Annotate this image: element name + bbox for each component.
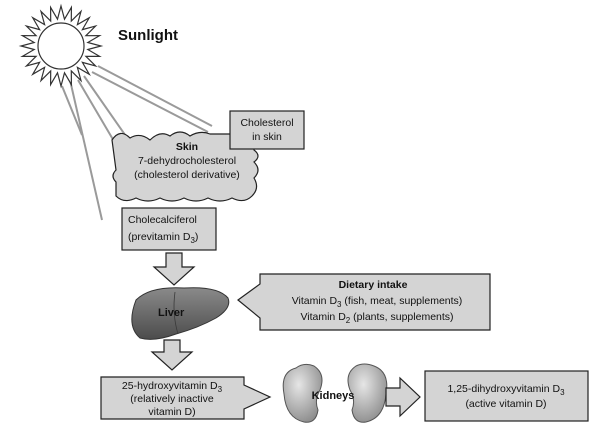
dihydroxy-line-2: (active vitamin D) — [465, 398, 546, 410]
dietary-line-2: Vitamin D2 (plants, supplements) — [300, 311, 453, 325]
skin-line-2: (cholesterol derivative) — [134, 169, 240, 181]
cholesterol-line-1: Cholesterol — [240, 117, 293, 129]
hydroxy-line-1: 25-hydroxyvitamin D3 — [122, 380, 223, 394]
kidneys-label: Kidneys — [312, 390, 355, 402]
arrow-right-to-active — [385, 376, 421, 418]
hydroxy-line-3: vitamin D) — [148, 406, 195, 418]
liver-label: Liver — [158, 307, 185, 319]
cholesterol-box — [229, 110, 305, 150]
liver-icon — [131, 287, 230, 340]
kidneys-icon — [282, 363, 388, 423]
skin-box — [111, 131, 259, 202]
dietary-title: Dietary intake — [339, 279, 408, 291]
sun-rays — [61, 65, 213, 221]
cholecalciferol-line-1: Cholecalciferol — [128, 214, 197, 226]
cholecalciferol-box — [121, 207, 217, 251]
cholesterol-line-2: in skin — [252, 131, 282, 143]
hydroxy-line-2: (relatively inactive — [130, 393, 214, 405]
skin-line-1: 7-dehydrocholesterol — [138, 155, 236, 167]
sunlight-label: Sunlight — [118, 27, 178, 44]
dihydroxy-line-1: 1,25-dihydroxyvitamin D3 — [447, 383, 565, 397]
skin-title: Skin — [176, 141, 198, 153]
dietary-line-1: Vitamin D3 (fish, meat, supplements) — [292, 295, 463, 309]
arrow-down-to-liver — [152, 252, 196, 286]
dietary-intake-box — [237, 273, 491, 331]
dihydroxyvitamin-box — [424, 370, 589, 422]
hydroxyvitamin-box — [100, 376, 272, 420]
cholecalciferol-line-2: (previtamin D3) — [128, 231, 198, 245]
arrow-down-to-hydroxy — [150, 339, 194, 371]
sun-icon — [18, 3, 104, 89]
